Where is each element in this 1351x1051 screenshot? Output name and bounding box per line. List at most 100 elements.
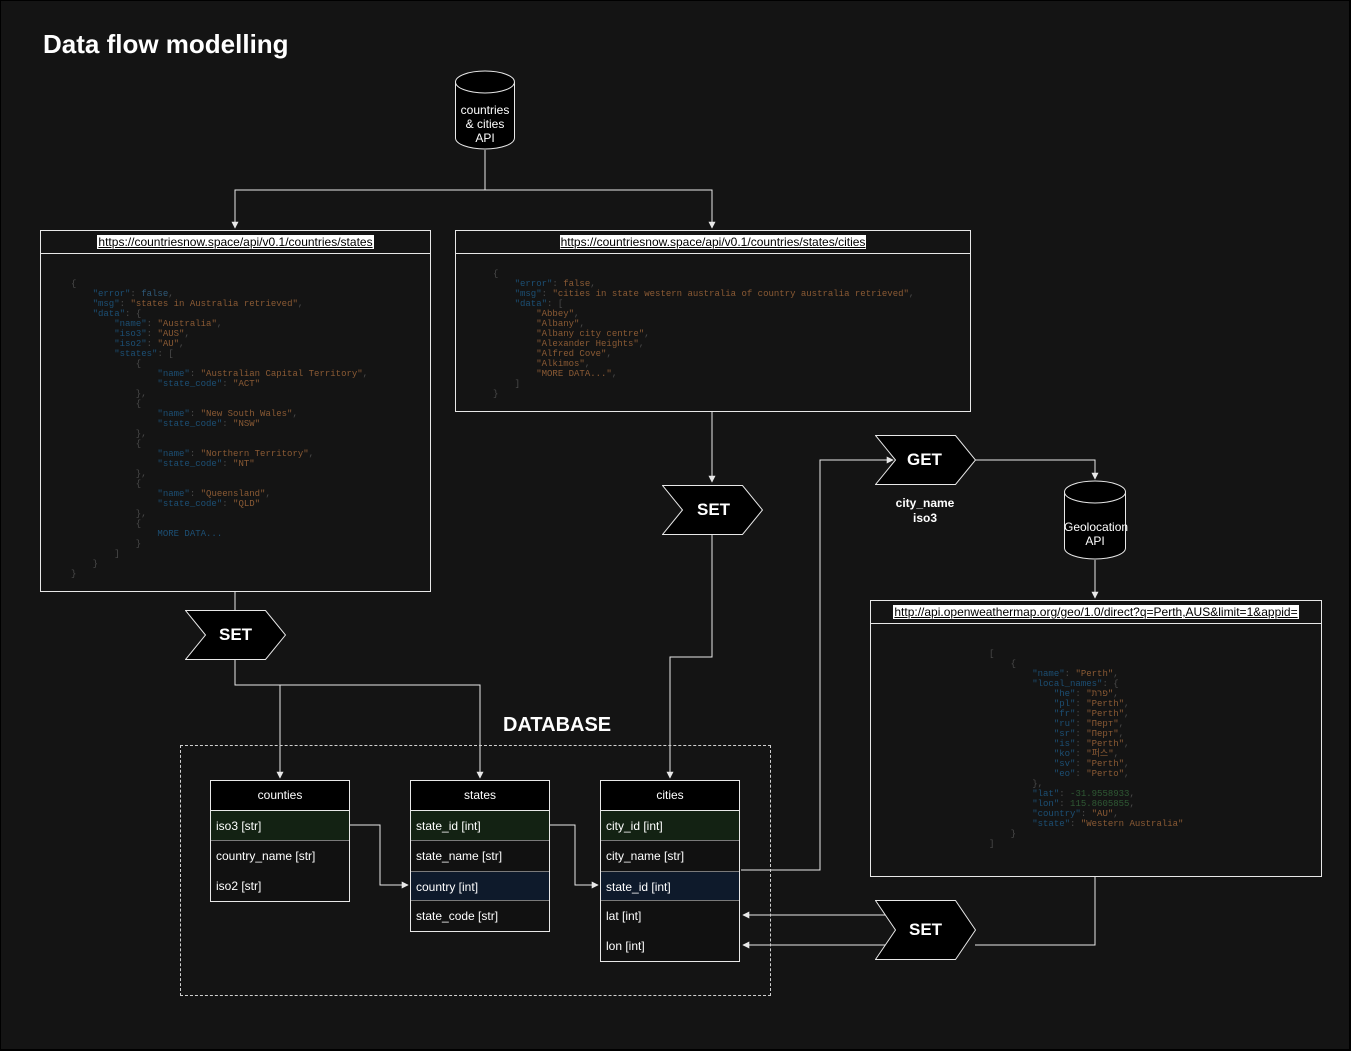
code-token: false [141,289,169,299]
chevron-shape [661,485,764,535]
database-title: DATABASE [503,714,612,736]
code-token: , [1129,789,1135,799]
code-token: "ru" [1053,719,1076,729]
cities-endpoint-url[interactable]: https://countriesnow.space/api/v0.1/coun… [559,235,867,249]
code-token: { [71,399,142,409]
code-token: "Perto" [1086,769,1125,779]
code-token: : [1075,729,1087,739]
code-token [71,319,114,329]
geo-endpoint-url[interactable]: http://api.openweathermap.org/geo/1.0/di… [893,605,1299,619]
states-table: states state_id [int] state_name [str] c… [410,780,550,932]
code-token: , [590,279,596,289]
code-token [71,289,93,299]
code-token: "Alfred Cove" [536,349,607,359]
code-token: : [189,409,201,419]
geolocation-api-cylinder: Geolocation API [1064,480,1128,560]
code-token: : [222,459,234,469]
database-boundary [180,745,771,996]
code-token: "QLD" [233,499,261,509]
code-token: "lon" [1032,799,1060,809]
code-token: "local_names" [1032,679,1103,689]
code-token: "NSW" [233,419,261,429]
code-token: "iso2" [114,339,147,349]
code-token [493,369,536,379]
code-token: false [563,279,591,289]
code-token: "Перт" [1086,729,1119,739]
code-token: "country" [1032,809,1081,819]
code-token: "Australia" [157,319,217,329]
states-response-json: { "error": false, "msg": "states in Aust… [41,254,430,579]
code-token: , [584,359,591,369]
code-token: "state_code" [157,419,223,429]
code-token: : [130,289,142,299]
set-step-geo: SET [874,900,977,960]
field-state-code: state_code [str] [416,909,499,923]
code-token [71,529,157,539]
code-token: : [1059,799,1071,809]
flow-get-to-geo-api [975,459,1099,480]
code-token: : [146,319,158,329]
code-token: "data" [514,299,548,309]
code-token [71,419,157,429]
code-token: , [1124,699,1130,709]
code-token: "Perth" [1086,739,1125,749]
code-token: : [1075,689,1087,699]
code-token [493,349,536,359]
code-token: , [1113,689,1119,699]
code-token: , [1113,749,1120,759]
code-token [989,749,1054,759]
code-token: "iso3" [114,329,147,339]
field-state-id: state_id [int] [411,811,549,841]
counties-table: counties iso3 [str] country_name [str] i… [210,780,350,902]
code-token: "Albany" [536,319,580,329]
code-token: 115.8605855 [1070,799,1130,809]
countries-cities-api-label: countries & cities API [460,103,510,145]
chevron-shape [874,900,977,960]
code-token: ] [71,549,120,559]
code-token: "pl" [1053,699,1076,709]
code-token [493,339,536,349]
code-token: , [1113,809,1119,819]
code-token [493,299,515,309]
relation-state-id-to-state-id [550,824,599,889]
code-token: ] [493,379,521,389]
code-token [989,719,1054,729]
code-token: , [308,449,315,459]
code-token: "he" [1053,689,1076,699]
chevron-shape [874,435,977,485]
code-token: "ko" [1053,749,1076,759]
code-token [989,679,1032,689]
code-token: , [1118,729,1125,739]
flow-set-to-states [280,684,484,779]
set-step-cities: SET [661,485,764,535]
field-state-name: state_name [str] [416,849,503,863]
code-token: "states" [114,349,158,359]
code-token: : [222,499,234,509]
code-token: "Перт" [1086,719,1119,729]
code-token [71,379,157,389]
code-token [71,309,93,319]
flow-geo-panel-to-set [975,875,1096,946]
flow-api-to-states-panel [231,150,486,229]
get-step-params: city_name iso3 [895,496,955,525]
code-token: "MORE DATA..." [536,369,612,379]
code-token: "msg" [92,299,120,309]
cities-response-json: { "error": false, "msg": "cities in stat… [456,254,970,399]
code-token: , [1124,739,1130,749]
code-token: : [189,369,201,379]
code-token: , [216,319,223,329]
code-token [71,349,114,359]
page-title: Data flow modelling [43,29,289,59]
code-token: "data" [92,309,126,319]
code-token [493,279,515,289]
code-token: { [989,659,1017,669]
code-token: : [1075,719,1087,729]
get-step-label: GET [907,450,942,469]
code-token: : [ [547,299,564,309]
code-token: : [552,279,564,289]
relation-iso3-to-country [350,824,409,889]
states-endpoint-url[interactable]: https://countriesnow.space/api/v0.1/coun… [97,235,374,249]
code-token [71,449,157,459]
code-token: : [1080,809,1092,819]
